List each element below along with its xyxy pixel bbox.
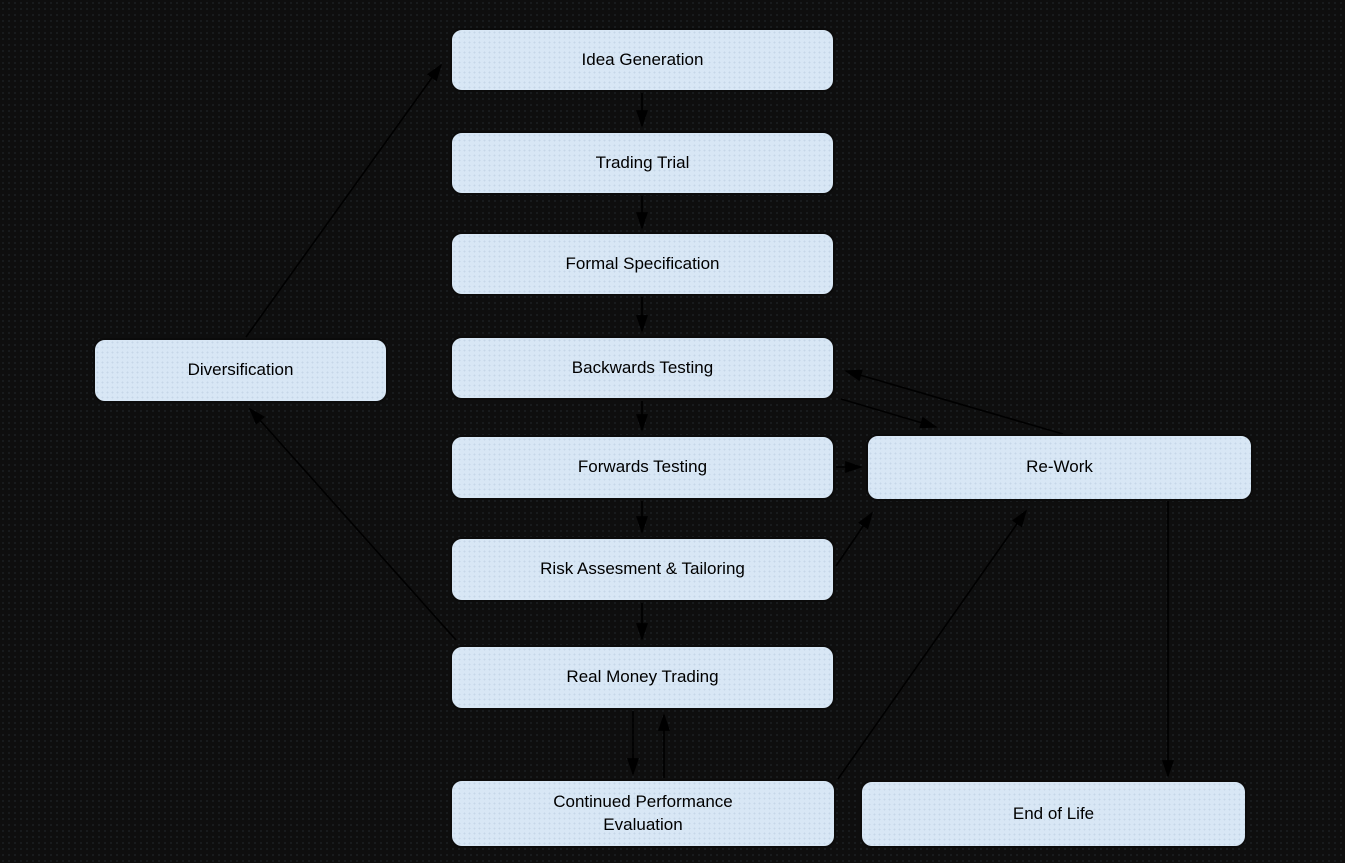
node-label: Continued Performance Evaluation: [553, 792, 733, 834]
node-label: End of Life: [1012, 803, 1095, 823]
node-trading-trial: Trading Trial: [450, 131, 835, 195]
node-label: Idea Generation: [581, 49, 704, 69]
node-backwards-testing: Backwards Testing: [450, 336, 835, 400]
edge-re-work-to-backwards-testing: [844, 369, 1064, 435]
node-label: Real Money Trading: [566, 667, 719, 687]
node-label: Formal Specification: [565, 253, 720, 273]
node-label: Backwards Testing: [571, 357, 714, 377]
edge-group: [245, 63, 1174, 780]
node-diversification: Diversification: [93, 338, 388, 403]
edge-continued-performance-evaluation-to-re-work: [837, 509, 1028, 780]
node-label: Forwards Testing: [577, 457, 708, 477]
node-formal-specification: Formal Specification: [450, 232, 835, 296]
node-label: Re-Work: [1026, 457, 1093, 477]
edge-backwards-testing-to-re-work: [840, 398, 938, 429]
node-forwards-testing: Forwards Testing: [450, 435, 835, 500]
node-risk-assesment-tailoring: Risk Assesment & Tailoring: [450, 537, 835, 602]
node-re-work: Re-Work: [866, 434, 1253, 501]
node-label: Trading Trial: [595, 152, 690, 172]
edge-real-money-trading-to-diversification: [248, 407, 457, 641]
node-real-money-trading: Real Money Trading: [450, 645, 835, 710]
node-label: Risk Assesment & Tailoring: [540, 559, 745, 579]
node-continued-performance-evaluation: Continued Performance Evaluation: [450, 779, 836, 848]
node-label: Diversification: [187, 360, 294, 380]
edge-risk-assesment-tailoring-to-re-work: [835, 511, 873, 567]
edge-diversification-to-idea-generation: [245, 63, 443, 338]
node-end-of-life: End of Life: [860, 780, 1247, 848]
node-idea-generation: Idea Generation: [450, 28, 835, 92]
